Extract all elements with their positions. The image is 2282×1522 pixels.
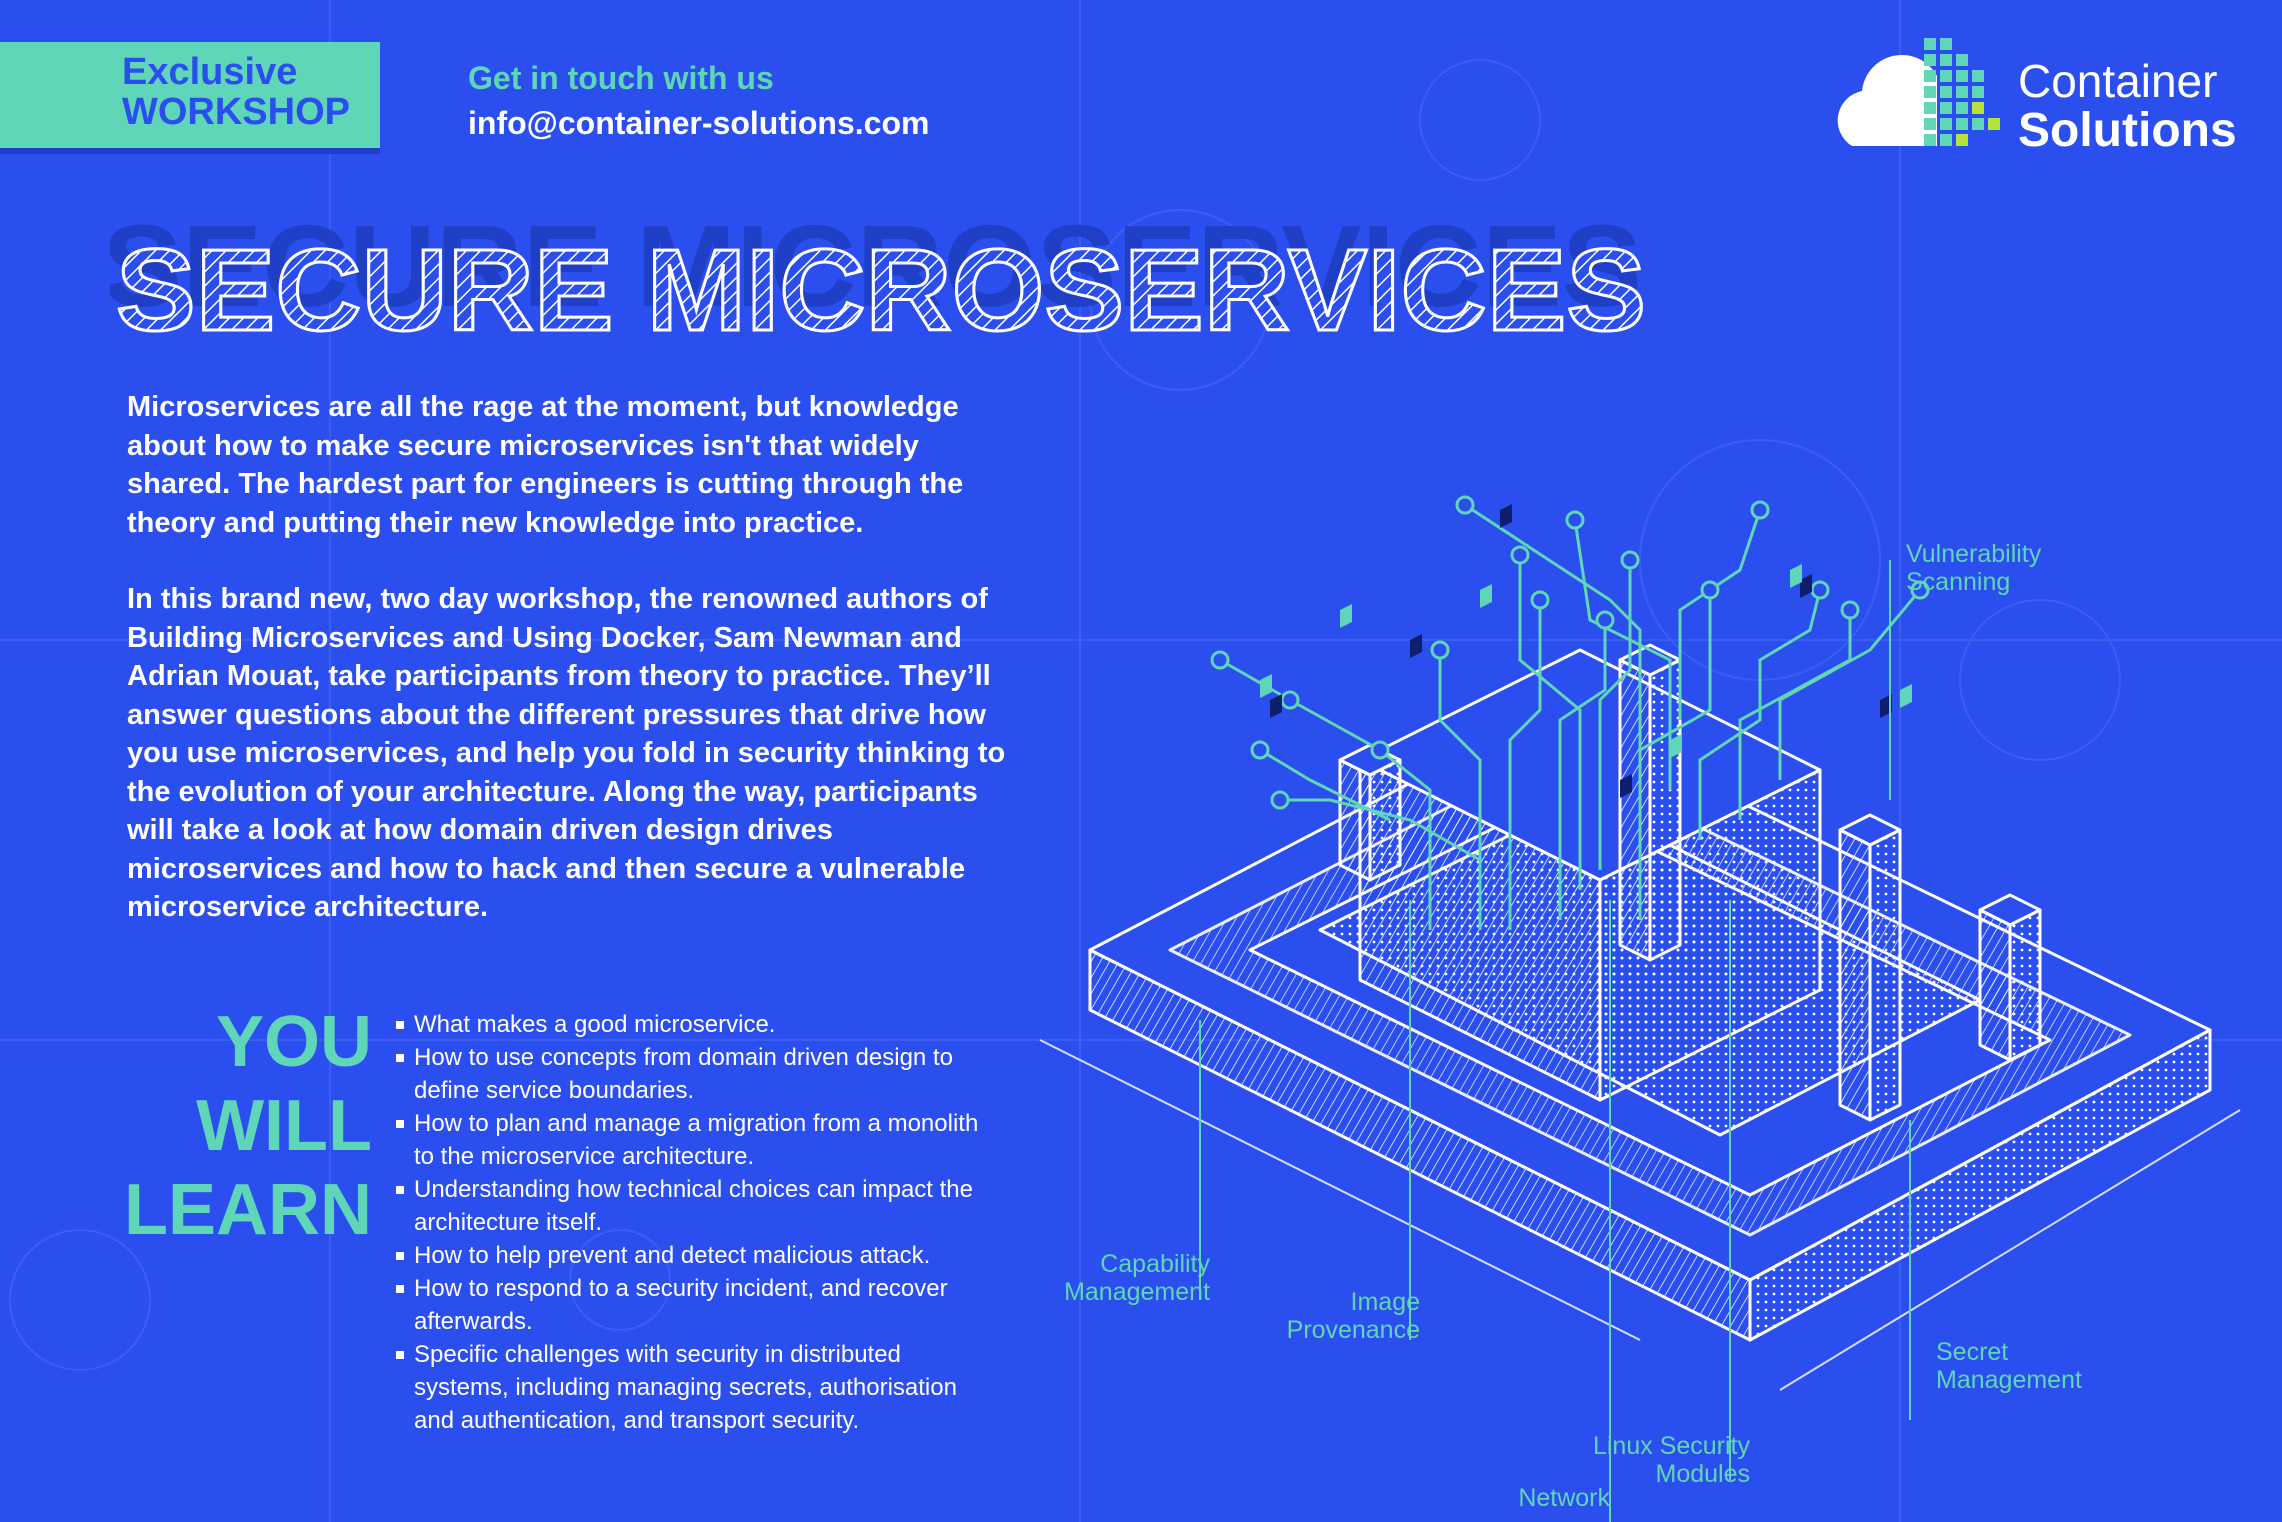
list-item: What makes a good microservice. bbox=[396, 1008, 996, 1041]
intro-text: Microservices are all the rage at the mo… bbox=[127, 388, 1027, 965]
label-secret-management: Secret Management bbox=[1936, 1338, 2082, 1394]
list-item: How to respond to a security incident, a… bbox=[396, 1272, 996, 1338]
title-shadow: SECURE MICROSERVICES bbox=[110, 210, 1642, 331]
heading-will: WILL bbox=[196, 1086, 372, 1166]
contact-block: Get in touch with us info@container-solu… bbox=[468, 60, 929, 142]
label-linux-security-modules: Linux Security Modules bbox=[1592, 1432, 1750, 1488]
label-capability-management: Capability Management bbox=[1064, 1250, 1210, 1306]
logo-line-2: Solutions bbox=[2018, 104, 2237, 157]
contact-label: Get in touch with us bbox=[468, 60, 774, 96]
list-item: How to plan and manage a migration from … bbox=[396, 1107, 996, 1173]
cloud-grid-icon bbox=[1837, 38, 2000, 146]
intro-paragraph-2: In this brand new, two day workshop, the… bbox=[127, 583, 1006, 923]
list-item: Specific challenges with security in dis… bbox=[396, 1338, 996, 1437]
badge-line-2: WORKSHOP bbox=[122, 91, 350, 133]
container-solutions-logo: Container Solutions bbox=[1832, 36, 2242, 156]
logo-wordmark: Container Solutions bbox=[2018, 56, 2237, 156]
learning-list: What makes a good microservice. How to u… bbox=[396, 1008, 996, 1437]
heading-learn: LEARN bbox=[124, 1170, 372, 1250]
heading-you: YOU bbox=[215, 1002, 372, 1082]
isometric-platform-illustration bbox=[1039, 495, 2241, 1522]
logo-line-1: Container bbox=[2018, 55, 2218, 107]
label-vulnerability-scanning: Vulnerability Scanning bbox=[1906, 540, 2042, 596]
list-item: How to use concepts from domain driven d… bbox=[396, 1041, 996, 1107]
architecture-diagram: Vulnerability Scanning Capability Manage… bbox=[1020, 460, 2282, 1522]
you-will-learn-heading: YOU WILL LEARN bbox=[110, 1000, 372, 1252]
exclusive-workshop-badge: Exclusive WORKSHOP bbox=[0, 42, 380, 148]
list-item: How to help prevent and detect malicious… bbox=[396, 1239, 996, 1272]
title-text: SECURE MICROSERVICES bbox=[116, 225, 1646, 355]
list-item: Understanding how technical choices can … bbox=[396, 1173, 996, 1239]
label-network: Network bbox=[1518, 1484, 1610, 1512]
label-image-provenance: Image Provenance bbox=[1286, 1288, 1420, 1344]
intro-paragraph-1: Microservices are all the rage at the mo… bbox=[127, 391, 964, 539]
badge-line-1: Exclusive bbox=[122, 51, 298, 93]
page-title: SECURE MICROSERVICES SECURE MICROSERVICE… bbox=[102, 201, 1670, 360]
contact-email[interactable]: info@container-solutions.com bbox=[468, 105, 930, 141]
